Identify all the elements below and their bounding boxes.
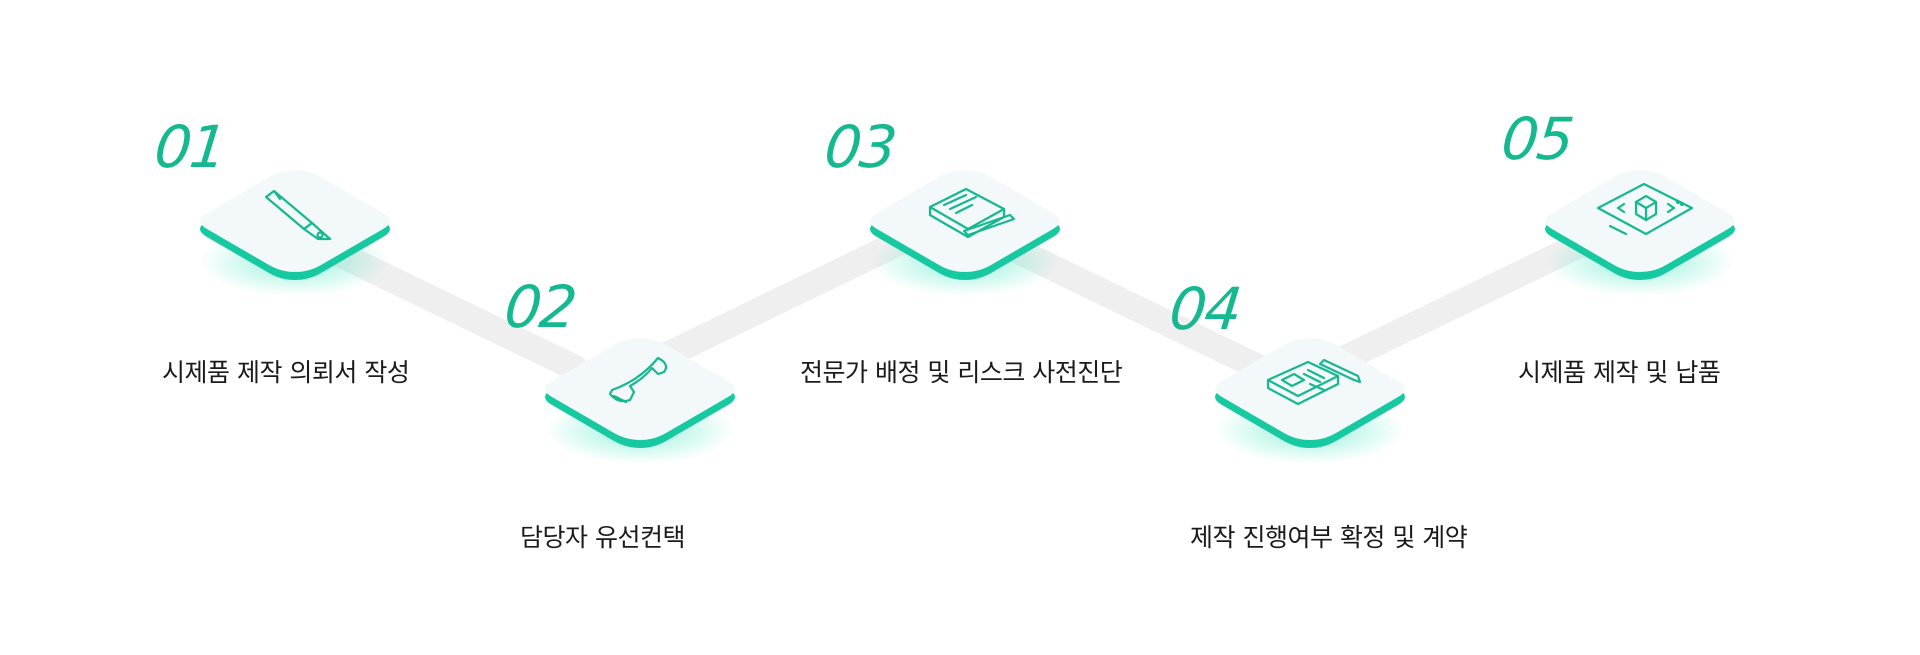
step-03: 03 xyxy=(821,113,1095,300)
step-label: 전문가 배정 및 리스크 사전진단 xyxy=(800,358,1123,387)
document-pencil-icon xyxy=(928,187,1016,239)
fountain-pen-icon xyxy=(264,189,332,241)
step-label: 시제품 제작 및 납품 xyxy=(1518,358,1721,387)
step-01: 01 xyxy=(151,113,425,300)
step-number: 02 xyxy=(501,273,579,341)
step-04: 04 xyxy=(1166,275,1440,468)
step-tile xyxy=(870,170,1060,296)
step-label: 담당자 유선컨택 xyxy=(520,523,685,552)
step-label: 제작 진행여부 확정 및 계약 xyxy=(1190,523,1468,552)
step-05: 05 xyxy=(1498,105,1770,300)
connector-2-3 xyxy=(627,222,928,381)
step-number: 05 xyxy=(1498,105,1576,173)
step-tile xyxy=(1545,170,1735,296)
step-tile xyxy=(200,170,390,296)
step-tile xyxy=(1215,338,1405,464)
step-tile xyxy=(545,338,735,464)
blueprint-pencil-icon xyxy=(1266,358,1362,406)
step-number: 01 xyxy=(151,113,229,181)
telephone-icon xyxy=(608,356,668,404)
step-number: 04 xyxy=(1166,275,1244,343)
step-number: 03 xyxy=(821,113,899,181)
step-02: 02 xyxy=(501,273,770,468)
step-label: 시제품 제작 의뢰서 작성 xyxy=(162,358,410,387)
3d-cube-tablet-icon xyxy=(1596,182,1694,236)
